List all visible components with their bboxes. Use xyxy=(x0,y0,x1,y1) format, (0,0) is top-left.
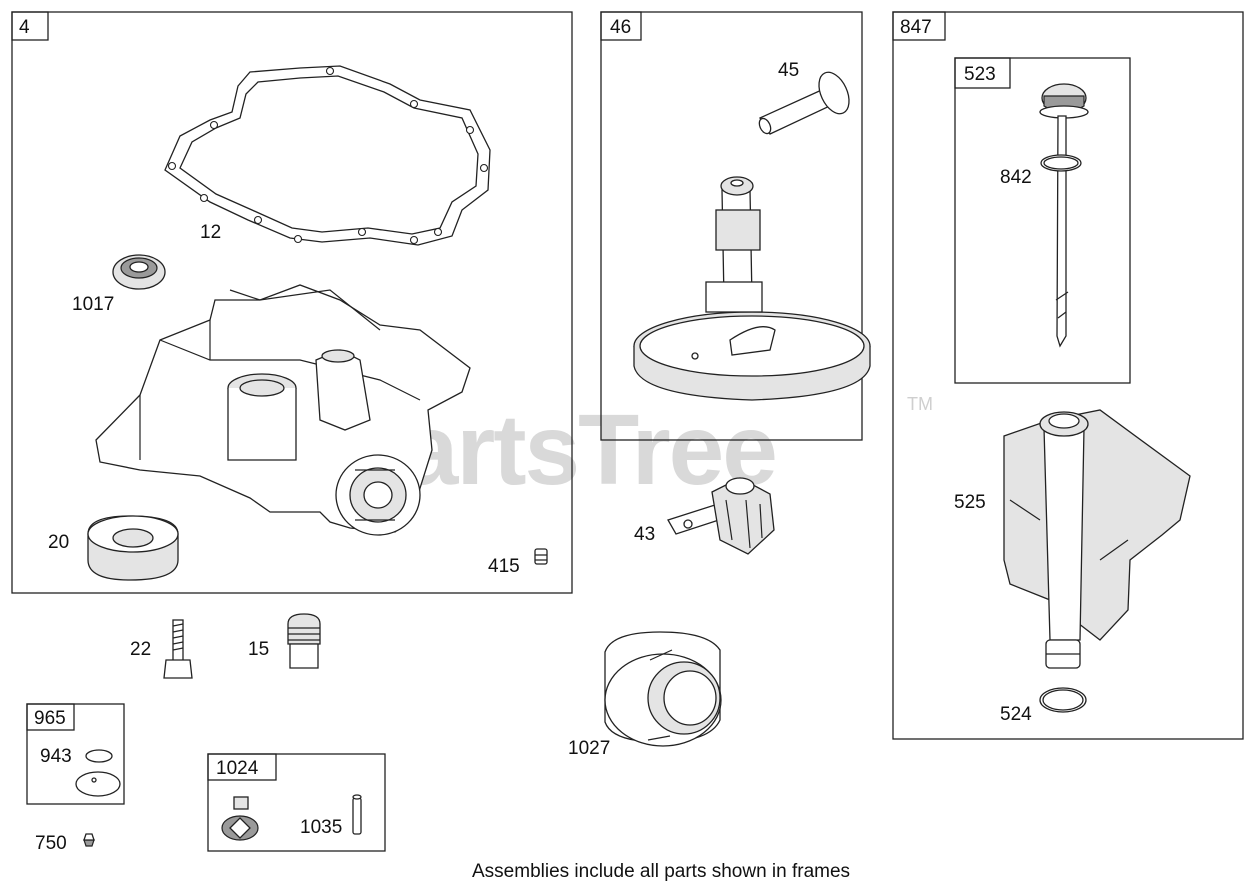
part-45-label: 45 xyxy=(778,60,799,81)
part-1035-label: 1035 xyxy=(300,817,342,838)
frame-965-border xyxy=(26,703,125,805)
part-750-label: 750 xyxy=(35,833,67,854)
watermark-trademark: TM xyxy=(907,394,933,414)
part-524-oring[interactable] xyxy=(1039,687,1087,713)
frame-523[interactable]: 523 xyxy=(954,57,1131,384)
frame-4-number: 4 xyxy=(19,17,30,38)
part-943-oring[interactable] xyxy=(85,749,113,763)
part-43-label: 43 xyxy=(634,524,655,545)
part-22-bolt[interactable] xyxy=(163,619,193,679)
part-45-pin[interactable] xyxy=(757,68,855,136)
part-15-plug[interactable] xyxy=(287,613,321,669)
part-415-label: 415 xyxy=(488,556,520,577)
part-20-seal[interactable] xyxy=(87,515,179,581)
part-415-plug[interactable] xyxy=(534,548,548,565)
frame-1024-tag-box xyxy=(207,753,277,781)
part-1027-oil-filter[interactable] xyxy=(604,631,722,747)
part-15-label: 15 xyxy=(248,639,269,660)
part-525-tube[interactable] xyxy=(1003,409,1191,669)
part-1027-label: 1027 xyxy=(568,738,610,759)
part-943-label: 943 xyxy=(40,746,72,767)
part-12-label: 12 xyxy=(200,222,221,243)
part-525-label: 525 xyxy=(954,492,986,513)
frame-847-number: 847 xyxy=(900,17,932,38)
frame-4-tag-box xyxy=(11,11,49,41)
frame-46-tag-box xyxy=(600,11,642,41)
part-1035-pin[interactable] xyxy=(352,794,362,835)
footer-note: Assemblies include all parts shown in fr… xyxy=(472,861,850,882)
part-1017-seal[interactable] xyxy=(112,254,166,290)
relief-valve xyxy=(221,796,259,841)
part-842-oring[interactable] xyxy=(1040,154,1082,172)
frame-1024-border xyxy=(207,753,386,852)
frame-1024-number: 1024 xyxy=(216,758,259,779)
part-750-screw[interactable] xyxy=(83,833,95,847)
frame-1024[interactable]: 1024 xyxy=(207,753,386,852)
camshaft xyxy=(633,176,871,401)
frame-965-tag-box xyxy=(26,703,75,731)
part-22-label: 22 xyxy=(130,639,151,660)
frame-4[interactable]: 4 xyxy=(11,11,573,594)
dipstick xyxy=(1039,83,1089,348)
part-524-label: 524 xyxy=(1000,704,1032,725)
part-20-label: 20 xyxy=(48,532,69,553)
frame-965-number: 965 xyxy=(34,708,66,729)
part-43-governor[interactable] xyxy=(667,477,775,555)
frame-965[interactable]: 965 xyxy=(26,703,125,805)
cover-plate xyxy=(75,771,121,797)
frame-46-border xyxy=(600,11,863,441)
frame-847-border xyxy=(892,11,1244,740)
part-1017-label: 1017 xyxy=(72,294,114,315)
frame-523-tag-box xyxy=(954,57,1011,89)
frame-523-border xyxy=(954,57,1131,384)
part-12-gasket[interactable] xyxy=(164,65,491,246)
part-842-label: 842 xyxy=(1000,167,1032,188)
frame-523-number: 523 xyxy=(964,64,996,85)
frame-4-border xyxy=(11,11,573,594)
frame-46[interactable]: 46 xyxy=(600,11,863,441)
frame-847-tag-box xyxy=(892,11,946,41)
frame-46-number: 46 xyxy=(610,17,631,38)
sump-housing xyxy=(95,284,471,536)
frame-847[interactable]: 847 xyxy=(892,11,1244,740)
